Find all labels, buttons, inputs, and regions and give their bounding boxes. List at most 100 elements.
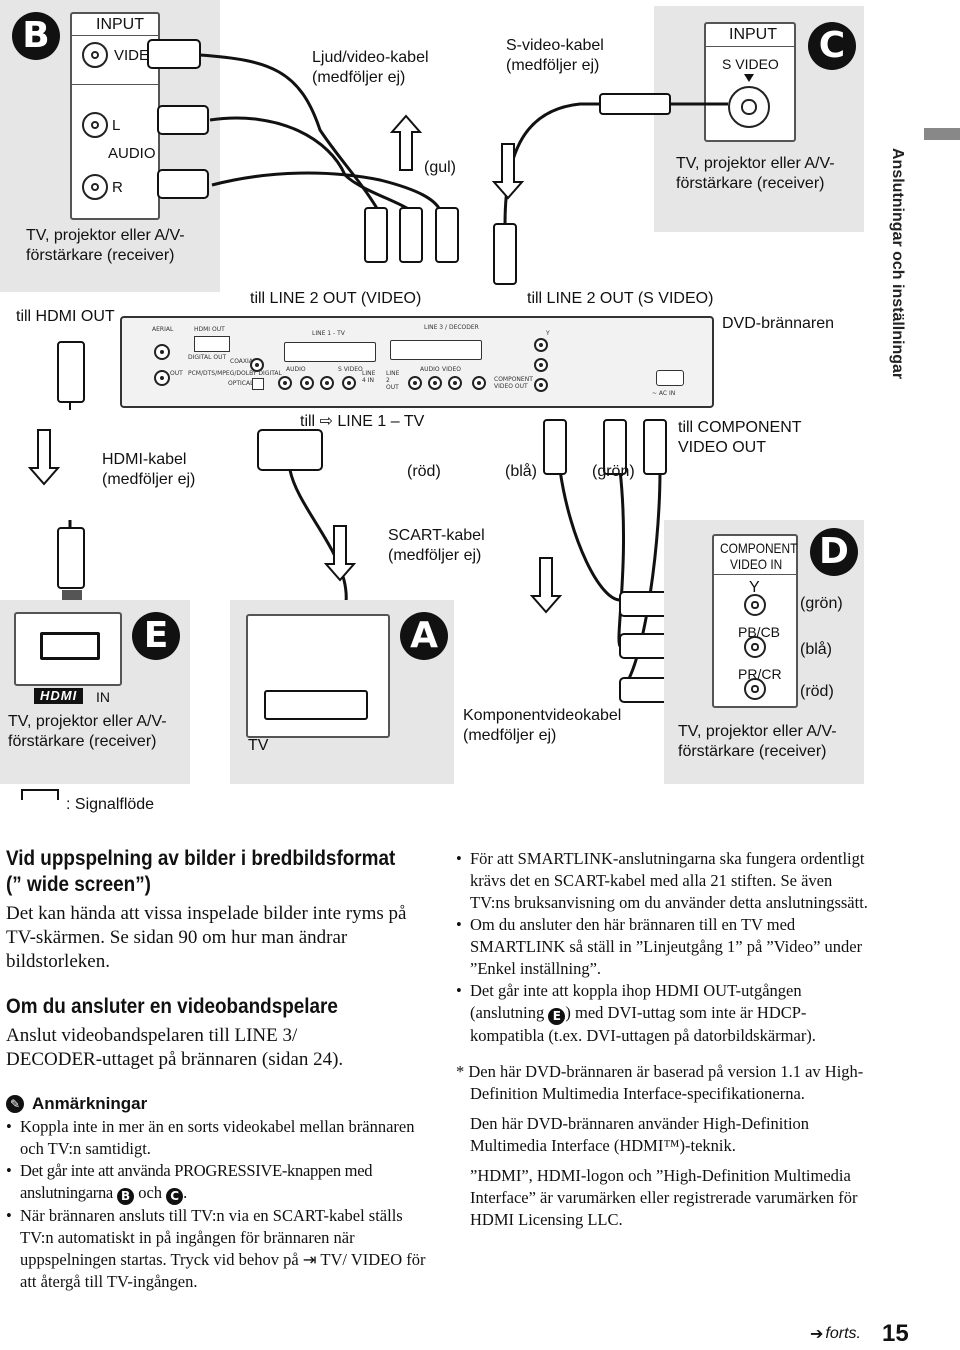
note-item-3: När brännaren ansluts till TV:n via en S… xyxy=(6,1205,426,1293)
panel-a-device: TV xyxy=(248,737,269,754)
left-column: Vid uppspelning av bilder i bredbildsfor… xyxy=(6,846,426,1072)
aerial-label: AERIAL xyxy=(152,326,174,333)
red-label: (röd) xyxy=(407,463,441,480)
aerial-in-jack xyxy=(154,344,170,360)
panel-d-title-1: COMPONENT xyxy=(720,540,798,556)
hdmi-cable-label: HDMI-kabel (medföljer ej) xyxy=(102,451,196,488)
note-text-1: Koppla inte in mer än en sorts videokabe… xyxy=(20,1117,415,1158)
ac-in-label: ~ AC IN xyxy=(652,390,676,397)
component-y-jack xyxy=(534,338,548,352)
badge-e-inline: E xyxy=(548,1008,566,1025)
panel-b-input-title: INPUT xyxy=(96,16,144,33)
component-in-pb-jack xyxy=(744,636,766,658)
svideo-cable-label: S-video-kabel (medföljer ej) xyxy=(506,37,604,74)
scart-cable-label: SCART-kabel (medföljer ej) xyxy=(388,527,485,564)
divider xyxy=(72,84,158,85)
line2-jack-3 xyxy=(448,376,462,390)
component-pb-jack xyxy=(534,358,548,372)
line4-jack-1 xyxy=(278,376,292,390)
panel-c-device: TV, projektor eller A/V-förstärkare (rec… xyxy=(676,155,835,192)
continue-indicator: ➔ forts. xyxy=(810,1324,861,1343)
continue-label: forts. xyxy=(825,1324,861,1342)
till-hdmi-out-label: till HDMI OUT xyxy=(16,308,115,325)
panel-b-l-label: L xyxy=(112,117,121,134)
line2-jack-1 xyxy=(408,376,422,390)
side-tab-label: Anslutningar och inställningar xyxy=(889,148,906,380)
widescreen-heading: Vid uppspelning av bilder i bredbildsfor… xyxy=(6,847,396,896)
badge-c-inline: C xyxy=(166,1188,184,1205)
badge-b-inline: B xyxy=(117,1188,135,1205)
audio-label-1: AUDIO xyxy=(286,366,306,373)
panel-d-device: TV, projektor eller A/V-förstärkare (rec… xyxy=(678,723,837,760)
line3-scart-port xyxy=(390,340,482,360)
coaxial-jack xyxy=(250,358,264,372)
vcr-heading: Om du ansluter en videobandspelare xyxy=(6,995,338,1018)
hdmi-out-label: HDMI OUT xyxy=(194,326,225,333)
note-icon: ✎ xyxy=(6,1095,24,1113)
panel-b-audio-label: AUDIO xyxy=(108,145,156,162)
till-line1-tv-label: till ⇨ LINE 1 – TV xyxy=(300,413,425,430)
footnote: * Den här DVD-brännaren är baserad på ve… xyxy=(456,1062,864,1103)
right-bullet-1: För att SMARTLINK-anslutningarna ska fun… xyxy=(456,848,876,914)
right-column: För att SMARTLINK-anslutningarna ska fun… xyxy=(456,848,876,1231)
line1-tv-label: LINE 1 - TV xyxy=(312,330,345,337)
hdmi-in-port xyxy=(40,632,100,660)
till-line2-svideo-label: till LINE 2 OUT (S VIDEO) xyxy=(527,290,714,307)
hdmi-out-port xyxy=(194,336,230,352)
audio-r-jack xyxy=(82,174,108,200)
audio-l-jack xyxy=(82,112,108,138)
badge-c: C xyxy=(808,22,856,70)
signal-flow-label: : Signalflöde xyxy=(66,796,155,813)
aerial-out-jack xyxy=(154,370,170,386)
notes-heading: Anmärkningar xyxy=(32,1094,148,1113)
right-bullet-text-3: Det går inte att koppla ihop HDMI OUT-ut… xyxy=(470,981,802,1022)
panel-d-pr: PR/CR xyxy=(738,666,782,682)
hdmi-logo: HDMI xyxy=(34,688,84,704)
optical-port xyxy=(252,378,264,390)
line4-in-label: LINE 4 IN xyxy=(362,370,376,384)
panel-d-blue: (blå) xyxy=(800,641,833,658)
panel-e-device: TV, projektor eller A/V-förstärkare (rec… xyxy=(8,713,167,750)
line1-scart-port xyxy=(284,342,376,362)
green-label: (grön) xyxy=(592,463,635,480)
badge-b: B xyxy=(12,12,60,60)
badge-a: A xyxy=(400,612,448,660)
line4-jack-3 xyxy=(320,376,334,390)
video-label-2: VIDEO xyxy=(442,366,462,373)
note-item-2: Det går inte att använda PROGRESSIVE-kna… xyxy=(6,1160,426,1205)
divider xyxy=(706,46,794,47)
line2-out-label: LINE 2 OUT xyxy=(386,370,400,391)
till-line2-video-label: till LINE 2 OUT (VIDEO) xyxy=(250,290,422,307)
hdmi-in-label: IN xyxy=(96,689,110,705)
note-item-1: Koppla inte in mer än en sorts videokabe… xyxy=(6,1116,426,1160)
coaxial-label: COAXIAL xyxy=(230,358,257,365)
optical-label: OPTICAL xyxy=(228,380,254,387)
panel-d-title-2: VIDEO IN xyxy=(730,556,783,572)
right-bullet-text-1: För att SMARTLINK-anslutningarna ska fun… xyxy=(470,849,868,912)
panel-c-svideo-label: S VIDEO xyxy=(722,56,779,72)
component-out-label: COMPONENT VIDEO OUT xyxy=(494,376,533,390)
panel-d-green: (grön) xyxy=(800,595,843,612)
hdmi-tech-text: Den här DVD-brännaren använder High-Defi… xyxy=(470,1114,810,1155)
note-text-4: TV/ VIDEO för att återgå till TV-ingånge… xyxy=(20,1250,426,1291)
component-in-y-jack xyxy=(744,594,766,616)
pcm-label: PCM/DTS/MPEG/DOLBY DIGITAL xyxy=(188,370,282,377)
note-text-3: När brännaren ansluts till TV:n via en S… xyxy=(20,1206,403,1269)
component-pr-jack xyxy=(534,378,548,392)
scart-in-port xyxy=(264,690,368,720)
trademark-text: ”HDMI”, HDMI-logon och ”High-Definition … xyxy=(470,1166,858,1229)
notes-heading-row: ✎ Anmärkningar xyxy=(6,1094,426,1114)
tv-video-icon: ⇥ xyxy=(302,1250,317,1269)
panel-d-pb: PB/CB xyxy=(738,624,781,640)
divider xyxy=(714,574,796,575)
svideo-jack xyxy=(728,86,770,128)
notes-list: Koppla inte in mer än en sorts videokabe… xyxy=(6,1116,426,1293)
right-bullet-3: Det går inte att koppla ihop HDMI OUT-ut… xyxy=(456,980,876,1047)
audio-label-2: AUDIO xyxy=(420,366,440,373)
badge-d: D xyxy=(810,528,858,576)
vcr-text: Anslut videobandspelaren till LINE 3/ DE… xyxy=(6,1025,344,1070)
dvd-recorder-label: DVD-brännaren xyxy=(722,315,835,332)
till-component-label: till COMPONENT VIDEO OUT xyxy=(678,419,802,456)
svideo-label-1: S VIDEO xyxy=(338,366,363,373)
arrow-right-icon: ➔ xyxy=(810,1324,824,1343)
